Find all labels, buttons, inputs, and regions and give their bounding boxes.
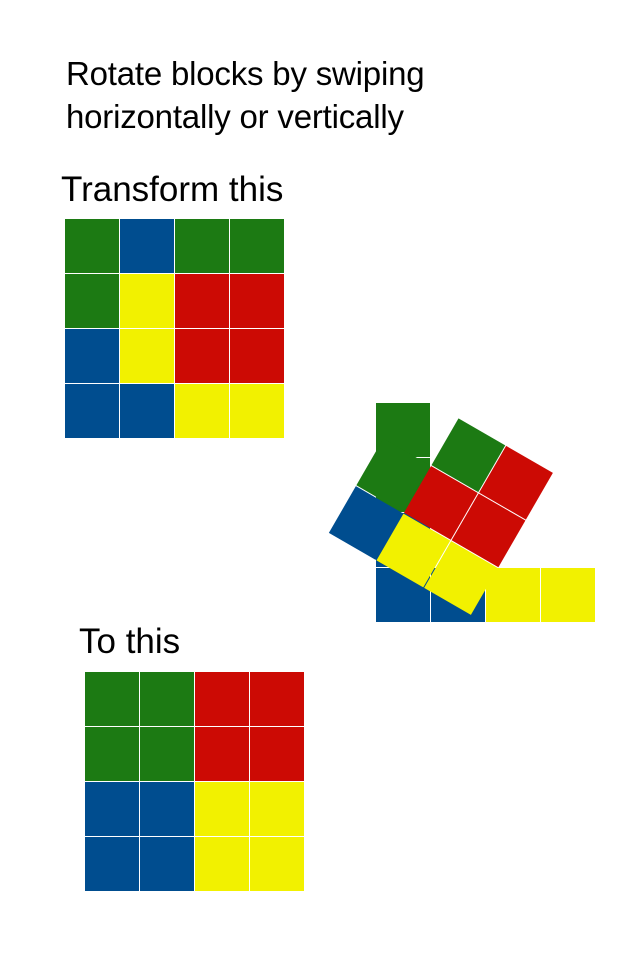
start-pattern-cell — [230, 329, 284, 383]
start-pattern-cell — [120, 219, 174, 273]
target-pattern-cell — [85, 672, 139, 726]
demo-fixed-tile — [376, 568, 430, 622]
target-pattern-cell — [195, 782, 249, 836]
start-pattern-grid — [65, 219, 284, 438]
demo-rotating-tile — [328, 486, 403, 560]
target-pattern-cell — [140, 727, 194, 781]
target-pattern-cell — [140, 672, 194, 726]
demo-rotating-tile — [356, 438, 431, 513]
start-pattern-cell — [175, 329, 229, 383]
demo-fixed-tile — [376, 458, 430, 512]
transform-from-label: Transform this — [61, 170, 284, 209]
instructions-text: Rotate blocks by swiping horizontally or… — [66, 52, 586, 138]
demo-rotating-tile — [424, 541, 498, 615]
target-pattern-cell — [140, 782, 194, 836]
start-pattern-cell — [230, 219, 284, 273]
start-pattern-cell — [65, 274, 119, 328]
start-pattern-cell — [120, 274, 174, 328]
start-pattern-cell — [175, 384, 229, 438]
instructions-line-1: Rotate blocks by swiping — [66, 55, 425, 92]
instructions-line-2: horizontally or vertically — [66, 98, 404, 135]
target-pattern-cell — [85, 727, 139, 781]
demo-rotating-tile — [404, 466, 478, 540]
start-pattern-cell — [65, 384, 119, 438]
demo-rotating-tile — [451, 493, 526, 568]
demo-rotating-tile — [479, 445, 553, 520]
transform-to-label: To this — [79, 622, 181, 661]
target-pattern-cell — [140, 837, 194, 891]
start-pattern-cell — [230, 384, 284, 438]
demo-fixed-tile — [376, 513, 430, 567]
start-pattern-cell — [65, 329, 119, 383]
target-pattern-cell — [250, 727, 304, 781]
start-pattern-cell — [175, 274, 229, 328]
start-pattern-cell — [120, 384, 174, 438]
target-pattern-cell — [250, 782, 304, 836]
target-pattern-grid — [85, 672, 304, 891]
target-pattern-cell — [85, 782, 139, 836]
target-pattern-cell — [85, 837, 139, 891]
start-pattern-cell — [175, 219, 229, 273]
target-pattern-cell — [195, 672, 249, 726]
demo-fixed-tile — [376, 403, 430, 457]
start-pattern-cell — [230, 274, 284, 328]
target-pattern-cell — [195, 837, 249, 891]
start-pattern-cell — [65, 219, 119, 273]
start-pattern-cell — [120, 329, 174, 383]
demo-fixed-tile — [486, 568, 540, 622]
target-pattern-cell — [195, 727, 249, 781]
demo-rotating-tile — [376, 513, 451, 588]
demo-fixed-tile — [431, 568, 485, 622]
demo-rotating-tile — [431, 418, 506, 493]
target-pattern-cell — [250, 672, 304, 726]
target-pattern-cell — [250, 837, 304, 891]
demo-fixed-tile — [541, 568, 595, 622]
